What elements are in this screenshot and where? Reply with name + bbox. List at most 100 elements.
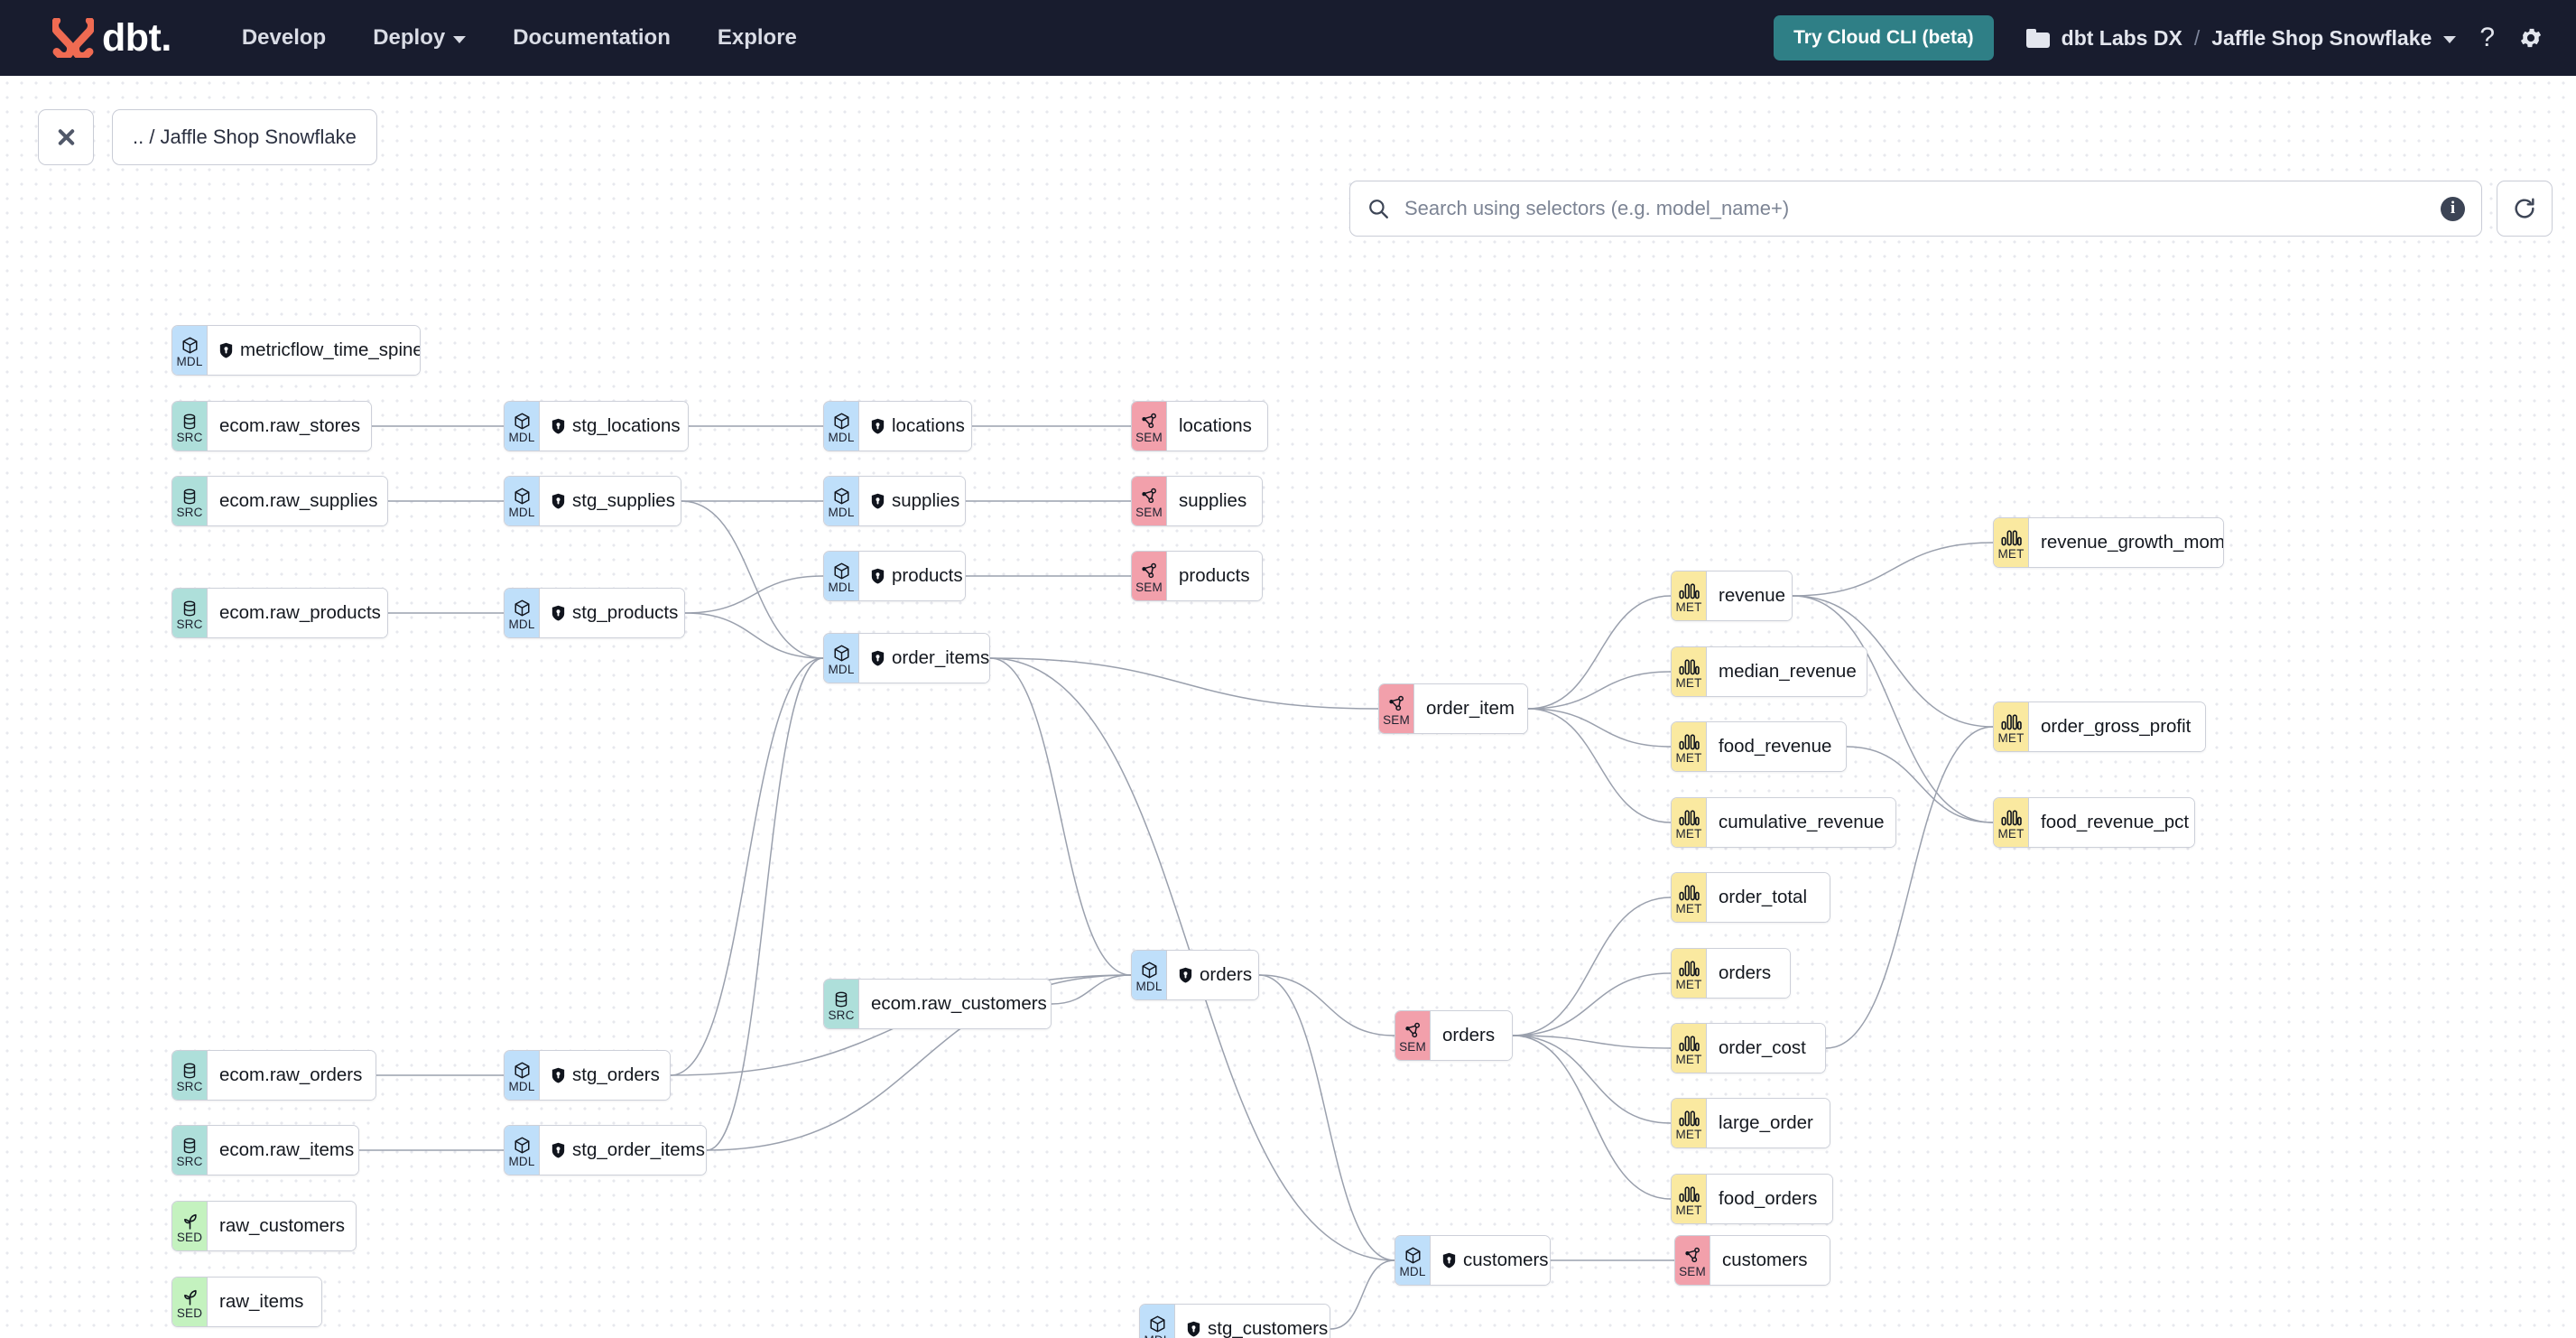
contract-shield-icon — [551, 418, 565, 434]
node-type-icon — [1387, 694, 1406, 714]
nav-link-documentation[interactable]: Documentation — [489, 16, 694, 60]
node-type-label: MET — [1675, 599, 1702, 614]
node-body: ecom.raw_stores — [207, 402, 371, 451]
seedling-icon — [183, 1213, 197, 1230]
node-type-badge-met: MET — [1672, 571, 1706, 620]
node-label: ecom.raw_customers — [871, 992, 1047, 1014]
node-type-badge-src: SRC — [172, 477, 207, 525]
project-name[interactable]: Jaffle Shop Snowflake — [2211, 25, 2432, 50]
contract-shield-icon — [871, 493, 885, 509]
node-body: order_items — [858, 634, 989, 683]
node-label: customers — [1463, 1249, 1549, 1270]
node-type-icon — [1678, 883, 1700, 903]
info-icon[interactable]: i — [2441, 196, 2465, 221]
node-type-icon — [513, 412, 532, 432]
dbt-wordmark: dbt — [102, 15, 162, 60]
database-icon — [183, 488, 196, 504]
refresh-graph-button[interactable] — [2497, 181, 2553, 237]
search-input[interactable] — [1403, 196, 2441, 221]
nav-link-explore[interactable]: Explore — [694, 16, 820, 60]
nav-right-cluster: Try Cloud CLI (beta) dbt Labs DX / Jaffl… — [1774, 15, 2549, 60]
node-type-label: SRC — [176, 1154, 203, 1168]
node-label: orders — [1200, 963, 1253, 985]
nav-link-deploy[interactable]: Deploy — [349, 16, 489, 60]
node-body: food_orders — [1706, 1175, 1832, 1223]
node-type-badge-mdl: MDL — [1395, 1236, 1430, 1285]
database-icon — [183, 600, 196, 616]
node-body: locations — [858, 402, 971, 451]
bar-chart-icon — [1678, 1110, 1700, 1126]
account-name[interactable]: dbt Labs DX — [2061, 25, 2182, 50]
nav-link-explore-label: Explore — [717, 25, 797, 50]
cube-icon — [514, 413, 530, 430]
close-icon — [55, 126, 77, 148]
help-icon[interactable]: ? — [2479, 23, 2495, 52]
node-type-label: MET — [1997, 546, 2025, 561]
contract-shield-icon — [551, 493, 565, 509]
search-icon — [1369, 200, 1388, 218]
lineage-breadcrumb-pill[interactable]: .. / Jaffle Shop Snowflake — [112, 109, 377, 165]
node-type-icon — [1683, 1246, 1702, 1266]
node-type-label: SED — [176, 1230, 203, 1244]
node-type-badge-mdl: MDL — [505, 477, 539, 525]
lineage-node-ecom_raw_customers[interactable]: SRC ecom.raw_customers — [823, 979, 1052, 1029]
try-cloud-cli-button[interactable]: Try Cloud CLI (beta) — [1774, 15, 1994, 60]
close-lineage-button[interactable] — [38, 109, 94, 165]
chevron-down-icon[interactable] — [2443, 35, 2457, 43]
dbt-logo[interactable]: dbt. — [27, 18, 171, 58]
gear-icon[interactable] — [2518, 25, 2544, 51]
database-icon — [183, 1138, 196, 1153]
bar-chart-icon — [1678, 960, 1700, 976]
node-body: ecom.raw_supplies — [207, 477, 387, 525]
node-type-label: MDL — [508, 1154, 535, 1168]
node-type-badge-mdl: MDL — [824, 477, 858, 525]
node-body: products — [858, 552, 965, 600]
cube-icon — [833, 645, 849, 662]
node-type-badge-mdl: MDL — [505, 1051, 539, 1100]
lineage-node-customers_model[interactable]: MDL customers — [1395, 1235, 1551, 1286]
selector-search-box[interactable]: i — [1349, 181, 2482, 237]
node-type-badge-src: SRC — [824, 980, 858, 1028]
nav-link-develop[interactable]: Develop — [218, 16, 349, 60]
node-body: stg_orders — [539, 1051, 670, 1100]
chevron-down-icon — [453, 35, 467, 43]
